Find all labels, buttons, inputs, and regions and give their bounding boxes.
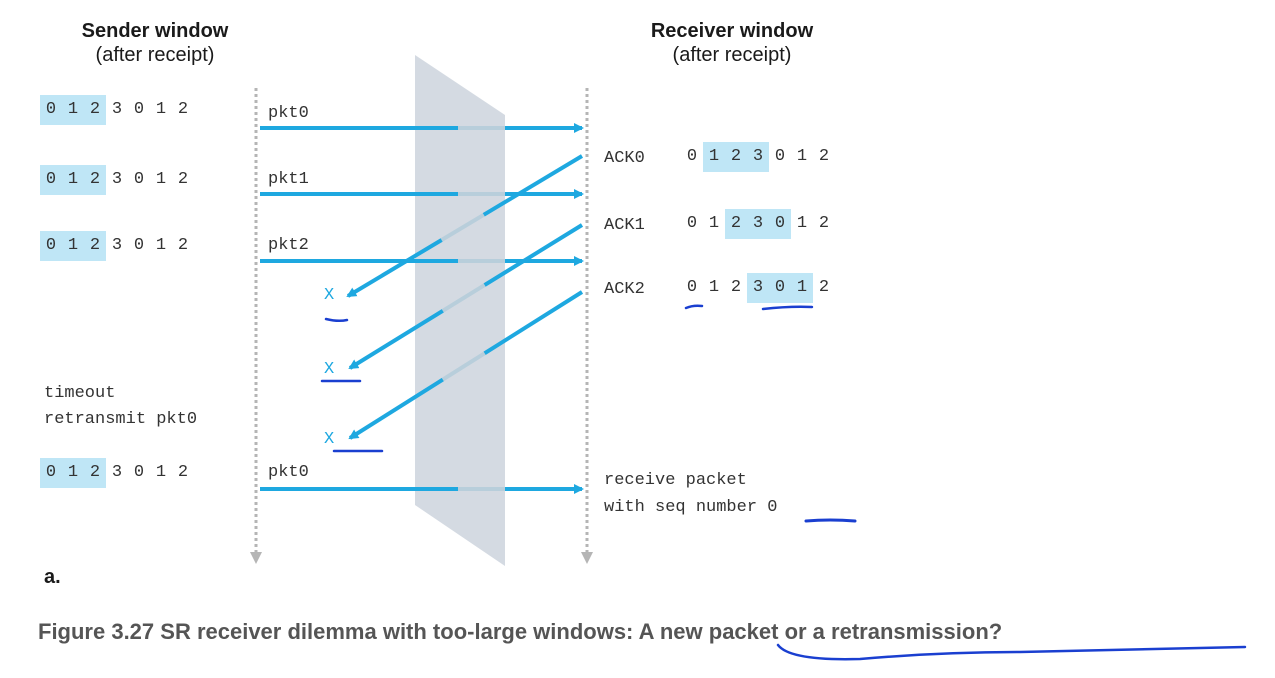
lost-marker: X — [324, 430, 335, 449]
seq-number: 1 — [62, 95, 84, 125]
seq-number: 0 — [133, 100, 145, 119]
seq-number: 1 — [155, 236, 167, 255]
seq-number: 2 — [177, 236, 189, 255]
packet-label: pkt2 — [268, 236, 309, 255]
lost-marker: X — [324, 286, 335, 305]
receiver-timeline-arrowhead — [581, 552, 593, 564]
seq-number: 1 — [796, 147, 808, 166]
packet-label: pkt0 — [268, 104, 309, 123]
seq-number: 2 — [177, 170, 189, 189]
receiver-header-subtitle: (after receipt) — [672, 44, 792, 66]
seq-number: 1 — [155, 100, 167, 119]
seq-number: 1 — [155, 170, 167, 189]
ack-arrow — [348, 377, 444, 440]
seq-number: 2 — [725, 142, 747, 172]
sender-header-title: Sender window — [81, 20, 229, 42]
seq-number: 0 — [769, 273, 791, 303]
sender-header-subtitle: (after receipt) — [95, 44, 215, 66]
annotation-underline — [324, 317, 349, 323]
ack-label: ACK1 — [604, 216, 645, 235]
seq-number: 3 — [111, 236, 123, 255]
ack-arrow — [483, 290, 584, 356]
seq-number: 0 — [686, 278, 698, 297]
seq-number: 1 — [62, 231, 84, 261]
seq-number: 0 — [40, 95, 62, 125]
sender-timeline-arrowhead — [250, 552, 262, 564]
seq-number: 0 — [40, 231, 62, 261]
seq-number: 3 — [747, 273, 769, 303]
seq-number: 0 — [133, 463, 145, 482]
ack-arrow-faded — [441, 351, 486, 382]
seq-number: 2 — [84, 165, 106, 195]
seq-number: 0 — [774, 147, 786, 166]
seq-number: 1 — [62, 458, 84, 488]
seq-number: 3 — [111, 463, 123, 482]
seq-number: 3 — [747, 209, 769, 239]
annotation-underline — [804, 518, 857, 523]
seq-number: 3 — [747, 142, 769, 172]
ack-label: ACK2 — [604, 280, 645, 299]
seq-number: 2 — [84, 458, 106, 488]
seq-number: 1 — [155, 463, 167, 482]
seq-number: 2 — [84, 231, 106, 261]
seq-number: 0 — [40, 165, 62, 195]
timeout-note: timeout — [44, 384, 116, 403]
sender-header: Sender window (after receipt) — [60, 19, 250, 67]
receiver-header-title: Receiver window — [650, 20, 814, 42]
seq-number: 2 — [730, 278, 742, 297]
seq-number: 1 — [703, 142, 725, 172]
lost-marker: X — [324, 360, 335, 379]
seq-number: 2 — [818, 147, 830, 166]
ack-arrow — [346, 238, 443, 298]
channel-band — [415, 55, 505, 566]
seq-number: 3 — [111, 100, 123, 119]
seq-number-note: with seq number 0 — [604, 498, 778, 517]
seq-number: 2 — [725, 209, 747, 239]
seq-number: 0 — [686, 147, 698, 166]
receive-note: receive packet — [604, 471, 747, 490]
annotation-underline — [761, 305, 814, 311]
seq-number: 1 — [708, 214, 720, 233]
seq-number: 2 — [177, 100, 189, 119]
seq-number: 2 — [818, 278, 830, 297]
seq-number: 1 — [62, 165, 84, 195]
annotation-underline — [776, 643, 1247, 661]
ack-arrow-faded — [441, 283, 486, 313]
seq-number: 3 — [111, 170, 123, 189]
seq-number: 1 — [796, 214, 808, 233]
figure-caption: Figure 3.27 SR receiver dilemma with too… — [38, 619, 1003, 644]
ack-label: ACK0 — [604, 149, 645, 168]
seq-number: 0 — [133, 170, 145, 189]
seq-number: 0 — [133, 236, 145, 255]
seq-number: 2 — [84, 95, 106, 125]
packet-label: pkt0 — [268, 463, 309, 482]
ack-arrow — [483, 223, 584, 287]
packet-label: pkt1 — [268, 170, 309, 189]
panel-label: a. — [44, 566, 61, 588]
seq-number: 1 — [708, 278, 720, 297]
seq-number: 0 — [769, 209, 791, 239]
seq-number: 0 — [40, 458, 62, 488]
seq-number: 2 — [818, 214, 830, 233]
ack-arrow — [348, 309, 444, 370]
seq-number: 1 — [791, 273, 813, 303]
seq-number: 0 — [686, 214, 698, 233]
seq-number: 2 — [177, 463, 189, 482]
receiver-header: Receiver window (after receipt) — [632, 19, 832, 67]
annotation-underline — [684, 304, 704, 310]
retransmit-note: retransmit pkt0 — [44, 410, 198, 429]
ack-arrow-faded — [440, 213, 485, 242]
ack-arrow — [482, 154, 584, 217]
